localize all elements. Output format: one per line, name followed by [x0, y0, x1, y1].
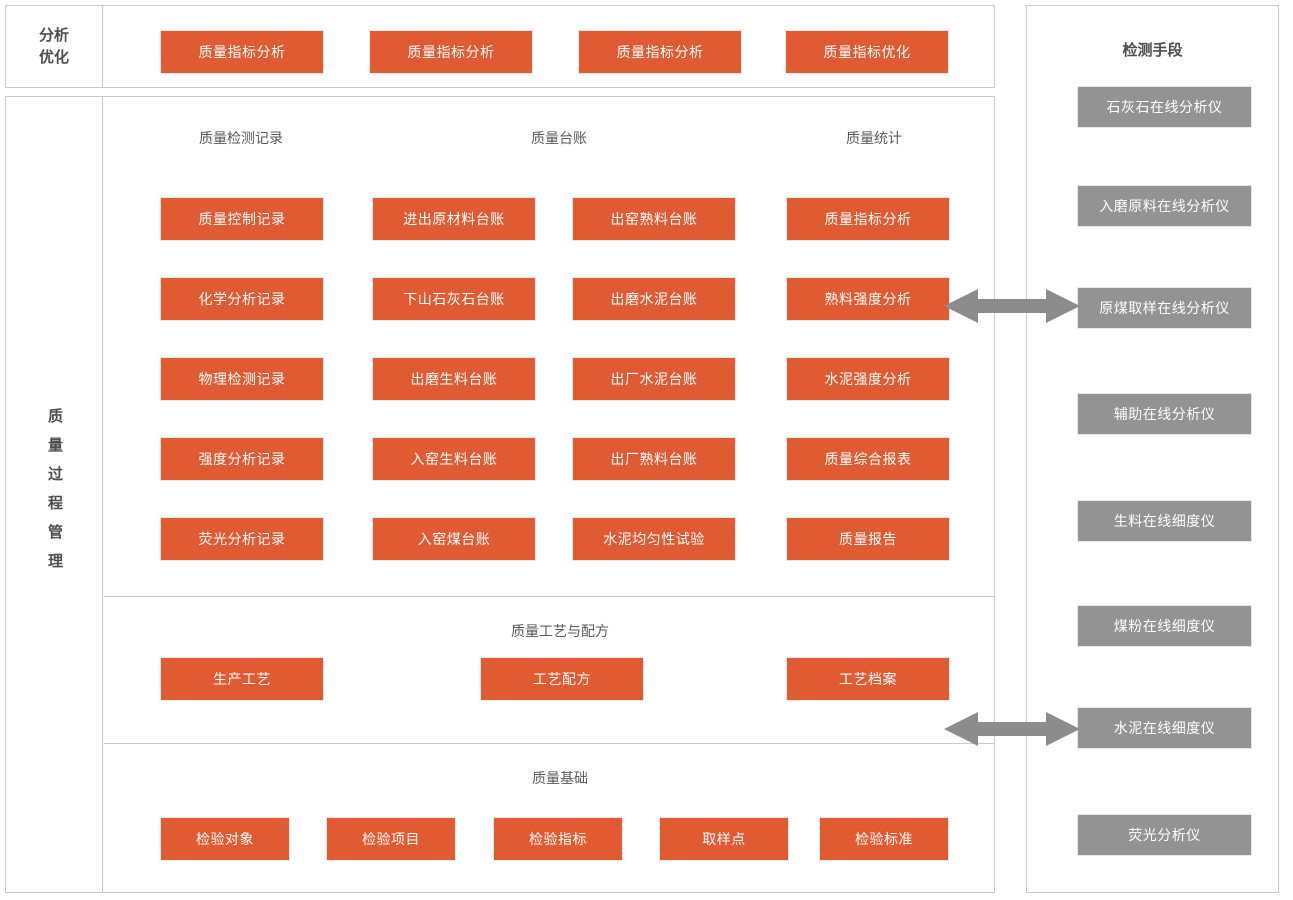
side-label-vertical: 质量过程管理 — [46, 407, 63, 582]
basis-item-5[interactable]: 检验标准 — [819, 817, 949, 861]
main-panel-body: 质量检测记录 质量台账 质量统计 质量控制记录 化学分析记录 物理检测记录 强度… — [104, 97, 994, 892]
ledger-item-3-5[interactable]: 水泥均匀性试验 — [572, 517, 736, 561]
record-item-1-4[interactable]: 强度分析记录 — [160, 437, 324, 481]
side-label-line1: 分析 — [38, 26, 69, 44]
statistics-item-4-2[interactable]: 熟料强度分析 — [786, 277, 950, 321]
ledger-item-2-2[interactable]: 下山石灰石台账 — [372, 277, 536, 321]
detection-item-7[interactable]: 水泥在线细度仪 — [1077, 707, 1252, 749]
detection-item-2[interactable]: 入磨原料在线分析仪 — [1077, 185, 1252, 227]
quality-process-side-label: 质量过程管理 — [6, 97, 103, 892]
statistics-item-4-4[interactable]: 质量综合报表 — [786, 437, 950, 481]
ledger-item-2-5[interactable]: 入窑煤台账 — [372, 517, 536, 561]
detection-item-4[interactable]: 辅助在线分析仪 — [1077, 393, 1252, 435]
section-divider-1 — [104, 596, 994, 597]
column-title-statistics: 质量统计 — [846, 130, 902, 146]
statistics-item-4-1[interactable]: 质量指标分析 — [786, 197, 950, 241]
record-item-1-5[interactable]: 荧光分析记录 — [160, 517, 324, 561]
section-title-quality-basis: 质量基础 — [532, 770, 588, 786]
ledger-item-3-2[interactable]: 出磨水泥台账 — [572, 277, 736, 321]
record-item-1-2[interactable]: 化学分析记录 — [160, 277, 324, 321]
ledger-item-2-4[interactable]: 入窑生料台账 — [372, 437, 536, 481]
ledger-item-3-3[interactable]: 出厂水泥台账 — [572, 357, 736, 401]
detection-item-1[interactable]: 石灰石在线分析仪 — [1077, 86, 1252, 128]
upper-double-arrow-icon — [944, 286, 1080, 326]
section-title-craft-formula: 质量工艺与配方 — [511, 623, 609, 639]
quality-process-management-panel: 质量过程管理 质量检测记录 质量台账 质量统计 质量控制记录 化学分析记录 物理… — [5, 96, 995, 893]
statistics-item-4-5[interactable]: 质量报告 — [786, 517, 950, 561]
detection-means-title: 检测手段 — [1122, 42, 1183, 59]
detection-item-8[interactable]: 荧光分析仪 — [1077, 814, 1252, 856]
craft-item-2[interactable]: 工艺配方 — [480, 657, 644, 701]
column-title-inspection-records: 质量检测记录 — [199, 130, 283, 146]
basis-item-2[interactable]: 检验项目 — [326, 817, 456, 861]
ledger-item-3-1[interactable]: 出窑熟料台账 — [572, 197, 736, 241]
detection-item-3[interactable]: 原煤取样在线分析仪 — [1077, 287, 1252, 329]
basis-item-1[interactable]: 检验对象 — [160, 817, 290, 861]
basis-item-3[interactable]: 检验指标 — [493, 817, 623, 861]
analysis-button-3[interactable]: 质量指标分析 — [578, 30, 742, 74]
record-item-1-3[interactable]: 物理检测记录 — [160, 357, 324, 401]
detection-means-panel: 检测手段 石灰石在线分析仪 入磨原料在线分析仪 原煤取样在线分析仪 辅助在线分析… — [1026, 5, 1279, 893]
lower-double-arrow-icon — [944, 709, 1080, 749]
analysis-optimization-button-row: 质量指标分析 质量指标分析 质量指标分析 质量指标优化 — [104, 6, 994, 87]
craft-item-1[interactable]: 生产工艺 — [160, 657, 324, 701]
analysis-button-1[interactable]: 质量指标分析 — [160, 30, 324, 74]
craft-item-3[interactable]: 工艺档案 — [786, 657, 950, 701]
column-title-ledger: 质量台账 — [531, 130, 587, 146]
side-label-line2: 优化 — [38, 48, 69, 66]
statistics-item-4-3[interactable]: 水泥强度分析 — [786, 357, 950, 401]
analysis-optimization-panel: 分析 优化 质量指标分析 质量指标分析 质量指标分析 质量指标优化 — [5, 5, 995, 88]
detection-item-5[interactable]: 生料在线细度仪 — [1077, 500, 1252, 542]
analysis-button-4[interactable]: 质量指标优化 — [785, 30, 949, 74]
ledger-item-2-1[interactable]: 进出原材料台账 — [372, 197, 536, 241]
section-divider-2 — [104, 743, 994, 744]
basis-item-4[interactable]: 取样点 — [659, 817, 789, 861]
ledger-item-2-3[interactable]: 出磨生料台账 — [372, 357, 536, 401]
record-item-1-1[interactable]: 质量控制记录 — [160, 197, 324, 241]
ledger-item-3-4[interactable]: 出厂熟料台账 — [572, 437, 736, 481]
analysis-button-2[interactable]: 质量指标分析 — [369, 30, 533, 74]
detection-item-6[interactable]: 煤粉在线细度仪 — [1077, 605, 1252, 647]
analysis-optimization-side-label: 分析 优化 — [6, 6, 103, 87]
